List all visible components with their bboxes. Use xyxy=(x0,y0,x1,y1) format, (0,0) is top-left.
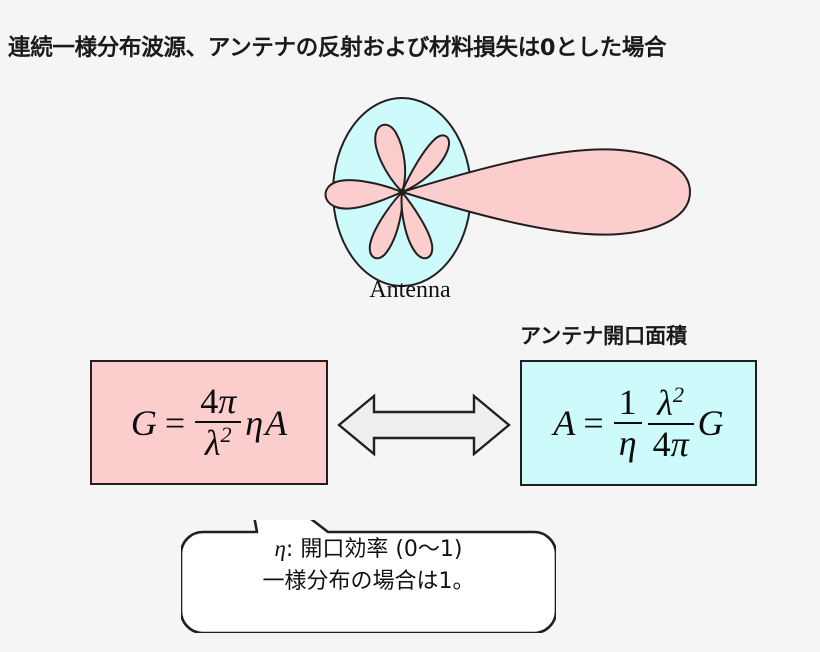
gain-eta: η xyxy=(245,402,264,443)
area-formula-box: A = 1 η λ2 4π G xyxy=(520,360,757,486)
area-gain-symbol: G xyxy=(697,403,724,443)
eta-symbol: η xyxy=(274,536,286,561)
gain-fraction: 4π λ2 xyxy=(195,381,242,463)
antenna-pattern-figure xyxy=(310,95,700,300)
side-lobe-left xyxy=(324,179,403,210)
double-headed-arrow-shape xyxy=(337,393,511,457)
area-f1-numerator: 1 xyxy=(618,382,637,423)
fraction-bar xyxy=(195,421,242,423)
fraction-bar xyxy=(613,422,642,424)
gain-equals: = xyxy=(164,402,186,443)
area-f1-denominator: η xyxy=(618,423,637,463)
area-fraction-lambda-over-4pi: λ2 4π xyxy=(647,381,694,464)
gain-denominator: λ2 xyxy=(204,422,232,463)
double-arrow-svg xyxy=(337,393,511,457)
area-formula: A = 1 η λ2 4π G xyxy=(552,383,724,463)
area-lhs: A xyxy=(553,403,576,443)
callout-line-1-rest: : 開口効率 (0～1) xyxy=(285,537,463,562)
gain-formula: G = 4π λ2 η A xyxy=(130,382,288,462)
area-f2-numerator: λ2 xyxy=(657,381,685,423)
aperture-area-caption: アンテナ開口面積 xyxy=(520,324,688,348)
side-lobe-upper-right xyxy=(401,134,450,193)
side-lobe-upper-left xyxy=(374,123,407,193)
page-title: 連続一様分布波源、アンテナの反射および材料損失は0とした場合 xyxy=(8,35,667,61)
gain-lhs: G xyxy=(130,402,157,443)
area-f2-denominator: 4π xyxy=(652,423,689,464)
antenna-caption: Antenna xyxy=(369,277,451,303)
fraction-bar xyxy=(647,422,694,425)
side-lobe-lower-left xyxy=(368,191,404,260)
area-fraction-one-over-eta: 1 η xyxy=(613,382,642,463)
callout-line-2: 一様分布の場合は1。 xyxy=(262,568,475,594)
equivalence-arrow xyxy=(336,392,512,458)
side-lobe-lower-right xyxy=(400,191,434,260)
pattern-origin-dot xyxy=(398,188,406,196)
gain-formula-box: G = 4π λ2 η A xyxy=(90,360,328,485)
callout-line-1: η: 開口効率 (0～1) xyxy=(181,533,556,566)
gain-area-symbol: A xyxy=(265,402,288,443)
main-lobe xyxy=(401,148,691,236)
area-equals: = xyxy=(583,403,604,443)
callout-text: η: 開口効率 (0～1) 一様分布の場合は1。 xyxy=(181,533,556,597)
antenna-pattern-svg xyxy=(324,97,691,287)
gain-numerator: 4π xyxy=(200,381,237,422)
